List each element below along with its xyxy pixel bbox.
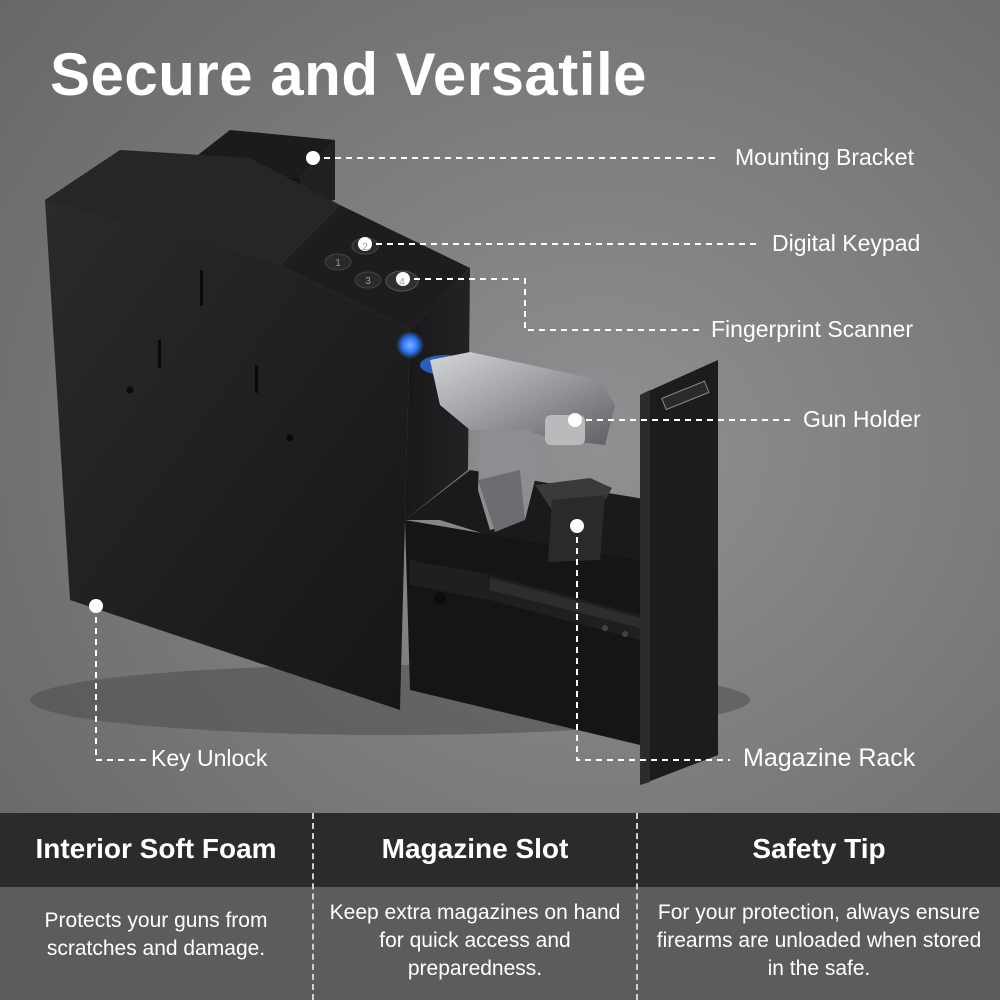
feature-magazine-slot: Magazine Slot Keep extra magazines on ha…: [314, 813, 636, 1000]
leader-lines: [95, 157, 795, 761]
features-header-bar: [0, 813, 1000, 887]
drawer: [405, 360, 718, 785]
features-panel: Interior Soft Foam Protects your guns fr…: [0, 813, 1000, 1000]
safe-body: [45, 150, 470, 710]
callout-fingerprint-scanner: Fingerprint Scanner: [711, 316, 913, 342]
feature-title: Magazine Slot: [381, 833, 569, 864]
keypad-button-label: 3: [365, 276, 371, 287]
feature-title: Safety Tip: [752, 833, 886, 864]
feature-interior-soft-foam: Interior Soft Foam Protects your guns fr…: [0, 813, 312, 1000]
feature-text: Keep extra magazines on hand for quick a…: [329, 901, 621, 980]
callout-mounting-bracket: Mounting Bracket: [735, 144, 914, 170]
callout-digital-keypad: Digital Keypad: [772, 230, 921, 256]
page-title: Secure and Versatile: [50, 41, 647, 108]
feature-title: Interior Soft Foam: [35, 833, 277, 864]
feature-divider: [312, 813, 314, 1000]
feature-safety-tip: Safety Tip For your protection, always e…: [638, 813, 1000, 1000]
led-indicator: [396, 331, 424, 359]
callout-magazine-rack: Magazine Rack: [743, 744, 916, 772]
feature-text: Protects your guns from scratches and da…: [44, 909, 268, 960]
callout-gun-holder: Gun Holder: [803, 406, 921, 432]
keypad-button-label: 1: [335, 258, 341, 269]
keypad-button-label: 4: [399, 277, 405, 288]
feature-text: For your protection, always ensure firea…: [656, 901, 982, 980]
callout-key-unlock: Key Unlock: [151, 745, 268, 771]
keypad-button-label: 2: [362, 242, 368, 253]
callout-dots: [89, 151, 584, 613]
feature-divider: [636, 813, 638, 1000]
